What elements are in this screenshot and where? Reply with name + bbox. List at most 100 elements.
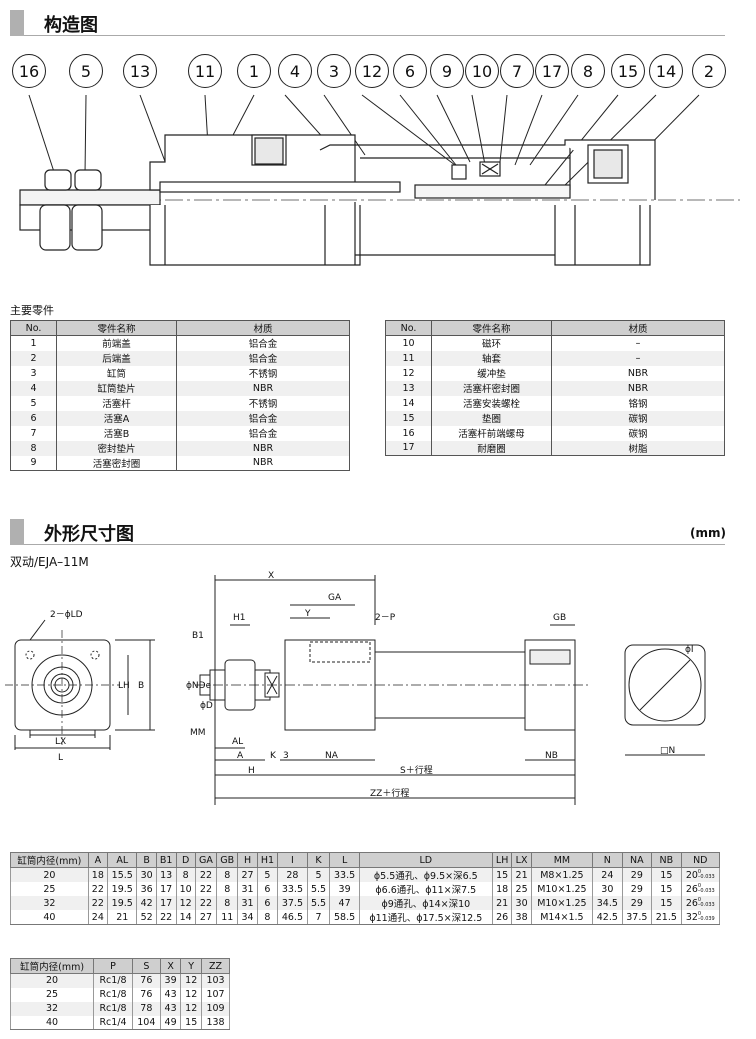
table-cell: 碳钢 — [551, 410, 725, 426]
table-cell: 22 — [155, 910, 177, 925]
section-header-dimensions: 外形尺寸图 — [10, 519, 725, 545]
table-cell: Rc1/8 — [93, 973, 133, 988]
cell-value: 8 — [264, 911, 271, 923]
table-cell: 29 — [621, 896, 653, 910]
table-cell: 19.5 — [106, 882, 138, 896]
col-header: ZZ — [201, 958, 230, 974]
table-cell: 5 — [10, 395, 57, 411]
table-cell: 16 — [385, 425, 432, 441]
dim-ZZ: ZZ＋行程 — [370, 787, 409, 799]
cell-value: 15.5 — [111, 869, 133, 881]
table-cell: M8×1.25 — [530, 867, 594, 882]
col-header: No. — [385, 320, 432, 336]
cell-value: 15 — [496, 869, 509, 881]
table-cell: 21 — [491, 896, 513, 910]
table-cell: 25 — [511, 882, 532, 896]
table-cell: 不锈钢 — [176, 395, 350, 411]
col-header: N — [592, 852, 623, 868]
table-cell: ϕ6.6通孔、ϕ11×深7.5 — [358, 882, 493, 896]
table-cell: 树脂 — [551, 440, 725, 456]
dim-3: 3 — [283, 751, 289, 761]
table-cell: 33.5 — [329, 867, 360, 882]
table-cell: 不锈钢 — [176, 365, 350, 381]
table-cell: 138 — [201, 1015, 230, 1030]
table-cell: 30 — [592, 882, 623, 896]
cell-value: M10×1.25 — [537, 897, 587, 909]
table-cell: 15 — [651, 867, 682, 882]
tolerance: 0–0.033 — [698, 898, 715, 908]
cell-value: 47 — [338, 897, 351, 909]
cell-value: 46.5 — [281, 911, 303, 923]
table-cell: ϕ11通孔、ϕ17.5×深12.5 — [358, 910, 493, 925]
table-cell: 12 — [180, 987, 203, 1002]
table-cell: 43 — [159, 987, 182, 1002]
dim-GA: GA — [328, 593, 342, 603]
table-cell: 5 — [256, 867, 279, 882]
part-callouts: 16 5 13 11 1 4 3 12 6 9 10 7 17 8 15 14 … — [10, 54, 730, 94]
cell-value: 8 — [224, 869, 231, 881]
table-cell: 15 — [180, 1015, 203, 1030]
cell-value: 22 — [199, 883, 212, 895]
col-header: 缸筒内径(mm) — [9, 958, 95, 974]
cell-value: 33.5 — [281, 883, 303, 895]
table-cell: 15.5 — [106, 867, 138, 882]
table-cell: 铝合金 — [176, 410, 350, 426]
dim-MM: MM — [190, 728, 206, 738]
col-header: LH — [491, 852, 513, 868]
callout-15: 15 — [611, 54, 645, 88]
col-header: GB — [216, 852, 239, 868]
dim-NDe: ϕNDe — [186, 681, 212, 691]
table-cell: 78 — [131, 1001, 161, 1016]
cell-value: 22 — [199, 897, 212, 909]
callout-11: 11 — [188, 54, 222, 88]
cell-value: 19.5 — [111, 883, 133, 895]
cell-value: 5 — [264, 869, 271, 881]
table-cell: 30 — [136, 867, 157, 882]
table-cell: 34.5 — [592, 896, 623, 910]
col-header: AL — [106, 852, 138, 868]
table-cell: 47 — [329, 896, 360, 910]
table-cell: 21 — [511, 867, 532, 882]
table-cell: 12 — [180, 1001, 203, 1016]
cell-value: 26 — [685, 883, 698, 895]
col-header: B — [136, 852, 157, 868]
cell-value: 30 — [601, 883, 614, 895]
cell-value: 8 — [182, 869, 189, 881]
tolerance-upper: 0 — [697, 911, 702, 917]
cell-value: 58.5 — [334, 911, 356, 923]
table-cell: ϕ9通孔、ϕ14×深10 — [358, 896, 493, 910]
col-header: D — [175, 852, 196, 868]
dim-NA: NA — [325, 751, 339, 761]
table-cell: 10 — [175, 882, 196, 896]
cell-value: 29 — [630, 897, 643, 909]
table-cell: 耐磨圈 — [431, 440, 552, 456]
table-cell: 52 — [136, 910, 157, 925]
table-cell: 5.5 — [306, 896, 331, 910]
cell-value: 20 — [685, 869, 698, 881]
col-header: 零件名称 — [431, 320, 552, 336]
table-cell: 活塞安装螺栓 — [431, 395, 552, 411]
table-cell: 25 — [9, 987, 95, 1002]
cell-value: 21 — [515, 869, 528, 881]
table-cell: 40 — [10, 910, 89, 925]
table-cell: 垫圈 — [431, 410, 552, 426]
table-cell: 11 — [216, 910, 239, 925]
table-cell: 12 — [175, 896, 196, 910]
callout-8: 8 — [571, 54, 605, 88]
table-cell: 铝合金 — [176, 350, 350, 366]
table-cell: 27 — [237, 867, 258, 882]
table-cell: 8 — [216, 882, 239, 896]
cell-value: 29 — [630, 883, 643, 895]
table-cell: 后端盖 — [56, 350, 177, 366]
table-cell: 29 — [621, 867, 653, 882]
